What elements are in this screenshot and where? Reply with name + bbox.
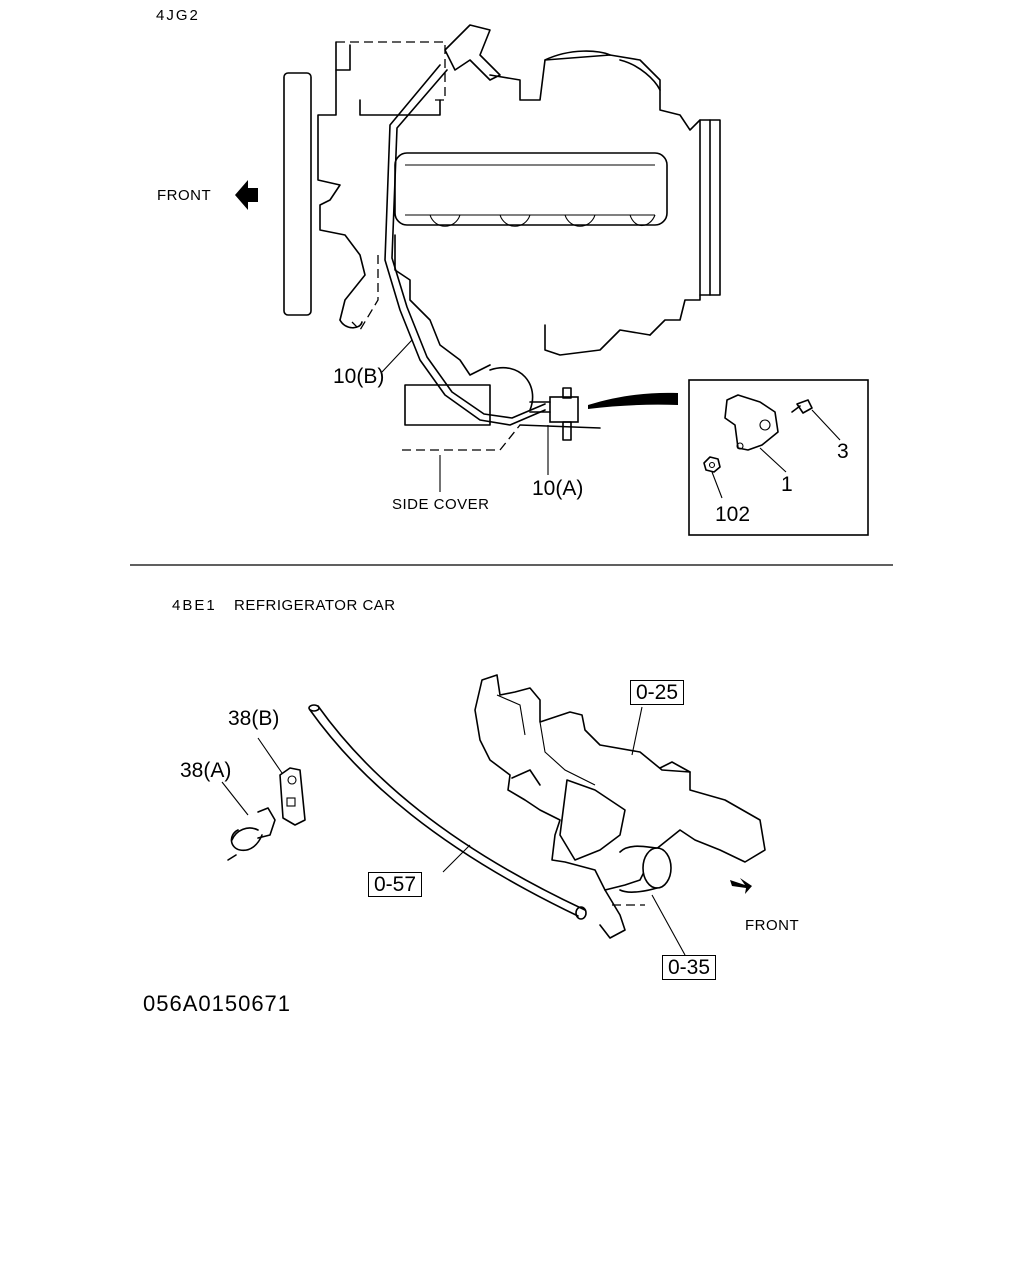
detail-inset [688, 379, 869, 536]
leader-0-25 [631, 706, 643, 756]
vacuum-switching-valve [519, 387, 601, 441]
leader-10b [381, 339, 413, 373]
callout-side-cover: SIDE COVER [392, 496, 490, 513]
intake-manifold-assembly [474, 674, 766, 939]
callout-1: 1 [781, 473, 793, 496]
callout-3: 3 [837, 440, 849, 463]
callout-10b: 10(B) [333, 365, 385, 388]
variant-label-lower: REFRIGERATOR CAR [234, 597, 396, 614]
callout-38a: 38(A) [180, 759, 232, 782]
model-label-upper: 4JG2 [156, 7, 200, 24]
model-label-lower: 4BE1 [172, 597, 217, 614]
detail-pointer [588, 392, 678, 409]
clip-38a [227, 807, 276, 861]
vacuum-hose-10b [384, 24, 546, 426]
leader-38a [221, 781, 249, 816]
side-cover-outline [402, 424, 521, 451]
front-label-upper: FRONT [157, 187, 212, 204]
drawing-code: 056A0150671 [143, 991, 292, 1016]
front-arrow-icon-upper [235, 180, 258, 210]
ref-box-0-57: 0-57 [368, 872, 423, 897]
ref-box-0-35: 0-35 [662, 955, 717, 980]
callout-10a: 10(A) [532, 477, 584, 500]
callout-38b: 38(B) [228, 707, 280, 730]
vacuum-hose-0-57 [308, 704, 587, 920]
front-label-lower: FRONT [745, 917, 800, 934]
clip-38b [279, 767, 306, 826]
ref-box-0-25: 0-25 [630, 680, 685, 705]
leader-0-57 [442, 844, 471, 873]
leader-38b [257, 737, 283, 774]
front-arrow-icon-lower [730, 878, 752, 894]
callout-102: 102 [715, 503, 751, 526]
leader-0-35 [651, 894, 686, 956]
